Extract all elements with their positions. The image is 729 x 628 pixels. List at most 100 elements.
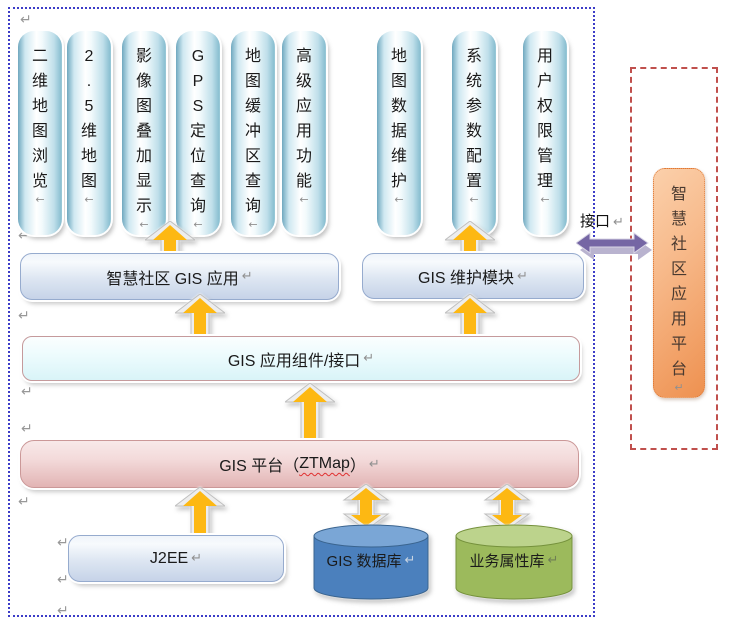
gis-component-interface-bar: GIS 应用组件/接口↵ — [22, 336, 580, 381]
vertical-char: 智 — [670, 186, 687, 203]
module-sys-param-config: 系统参数配置← — [452, 31, 496, 235]
biz-database-label-wrap: 业务属性库↵ — [453, 540, 575, 580]
interface-label-wrap: 接口↵ — [580, 210, 624, 231]
return-mark: ← — [84, 193, 94, 206]
vertical-char: 叠 — [135, 123, 152, 140]
vertical-char: S — [192, 98, 204, 115]
paragraph-mark: ↵ — [21, 384, 33, 400]
vertical-char: 地 — [80, 148, 97, 165]
vertical-char: 图 — [135, 98, 152, 115]
biz-database-label: 业务属性库 — [469, 552, 545, 570]
vertical-char: 据 — [390, 123, 407, 140]
vertical-char: 询 — [244, 198, 261, 215]
vertical-char: 用 — [295, 123, 312, 140]
gis-maintain-box: GIS 维护模块↵ — [362, 253, 584, 299]
return-mark: ↵ — [191, 551, 203, 566]
vertical-char: 应 — [295, 98, 312, 115]
vertical-char: 理 — [536, 173, 553, 190]
left-right-arrow-icon — [576, 232, 652, 260]
paragraph-mark: ↵ — [18, 494, 30, 510]
gis-platform-label-prefix: GIS 平台（ — [219, 458, 300, 475]
module-advanced-func: 高级应用功能← — [282, 31, 326, 235]
return-mark: ↵ — [547, 552, 559, 568]
vertical-char: 护 — [390, 173, 407, 190]
paragraph-mark: ↵ — [57, 572, 69, 588]
vertical-char: 台 — [670, 361, 687, 378]
return-mark: ↵ — [368, 456, 380, 472]
gis-database-label: GIS 数据库 — [326, 552, 402, 570]
return-mark: ← — [248, 218, 258, 231]
vertical-char: 冲 — [244, 123, 261, 140]
vertical-char: 用 — [670, 311, 687, 328]
vertical-char: 统 — [465, 73, 482, 90]
vertical-char: 影 — [135, 48, 152, 65]
up-arrow-icon — [175, 294, 225, 337]
up-down-arrow-icon — [483, 484, 531, 530]
vertical-char: 询 — [189, 198, 206, 215]
return-mark: ← — [35, 193, 45, 206]
vertical-char: 用 — [536, 48, 553, 65]
vertical-char: 社 — [670, 236, 687, 253]
gis-platform-bar: GIS 平台（ZTMap）↵ — [20, 440, 579, 488]
return-mark: ← — [394, 193, 404, 206]
gis-application-box: 智慧社区 GIS 应用↵ — [20, 253, 339, 300]
vertical-char: 示 — [135, 198, 152, 215]
return-mark: ↵ — [517, 268, 528, 284]
up-arrow-icon — [145, 221, 195, 254]
return-mark: ↵ — [674, 381, 684, 394]
vertical-char: 图 — [80, 173, 97, 190]
return-mark: ↵ — [404, 552, 416, 568]
vertical-char: 地 — [390, 48, 407, 65]
j2ee-box: J2EE↵ — [68, 535, 284, 582]
vertical-char: 区 — [244, 148, 261, 165]
return-mark: ↵ — [241, 269, 253, 284]
gis-platform-label-suffix: ） — [349, 458, 366, 475]
vertical-char: 限 — [536, 123, 553, 140]
gis-maintain-label: GIS 维护模块 — [418, 270, 515, 287]
external-platform-capsule: 智慧社区应用平台↵ — [653, 168, 705, 398]
vertical-char: 定 — [189, 123, 206, 140]
paragraph-mark: ↵ — [20, 12, 32, 28]
vertical-char: 2 — [84, 48, 94, 65]
vertical-char: 区 — [670, 261, 687, 278]
biz-database-cylinder-icon — [455, 524, 573, 600]
gis-component-interface-label: GIS 应用组件/接口 — [227, 352, 361, 370]
return-mark: ← — [193, 218, 203, 231]
vertical-char: 地 — [244, 48, 261, 65]
vertical-char: 维 — [80, 123, 97, 140]
paragraph-mark: ↵ — [57, 535, 69, 551]
return-mark: ↵ — [363, 351, 375, 366]
vertical-char: P — [192, 73, 204, 90]
paragraph-mark: ↵ — [57, 603, 69, 619]
vertical-char: 级 — [295, 73, 312, 90]
paragraph-mark: ↵ — [18, 228, 30, 244]
vertical-char: 览 — [31, 173, 48, 190]
module-map-data-maint: 地图数据维护← — [377, 31, 421, 235]
vertical-char: 维 — [31, 73, 48, 90]
gis-application-label: 智慧社区 GIS 应用 — [106, 270, 239, 288]
paragraph-mark: ↵ — [21, 421, 33, 437]
vertical-char: 维 — [390, 148, 407, 165]
up-arrow-icon — [445, 221, 495, 254]
vertical-char: 高 — [295, 48, 312, 65]
vertical-char: 慧 — [670, 211, 687, 228]
external-dashed-frame — [630, 67, 718, 450]
gis-database-label-wrap: GIS 数据库↵ — [311, 540, 431, 580]
vertical-char: 权 — [536, 98, 553, 115]
vertical-char: 二 — [31, 48, 48, 65]
up-arrow-icon — [175, 487, 225, 536]
module-user-permission: 用户权限管理← — [523, 31, 567, 235]
vertical-char: 平 — [670, 336, 687, 353]
vertical-char: 数 — [390, 98, 407, 115]
gis-platform-product: ZTMap — [299, 455, 350, 472]
vertical-char: 显 — [135, 173, 152, 190]
vertical-char: 配 — [465, 148, 482, 165]
vertical-char: G — [191, 48, 205, 65]
up-down-arrow-icon — [342, 484, 390, 530]
vertical-char: 地 — [31, 98, 48, 115]
module-image-overlay: 影像图叠加显示← — [122, 31, 166, 235]
return-mark: ← — [139, 218, 149, 231]
vertical-char: 户 — [536, 73, 553, 90]
